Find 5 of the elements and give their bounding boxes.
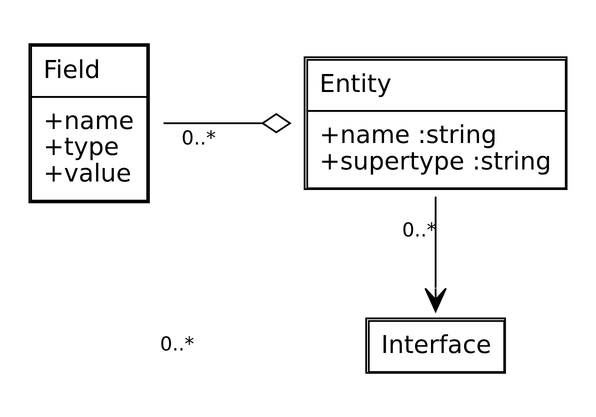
- label: 0..*: [160, 332, 194, 356]
- arrow: [424, 196, 447, 312]
- edge-label: 0..*: [182, 126, 216, 150]
- edge-label: 0..*: [402, 218, 436, 242]
- connector: [164, 113, 292, 134]
